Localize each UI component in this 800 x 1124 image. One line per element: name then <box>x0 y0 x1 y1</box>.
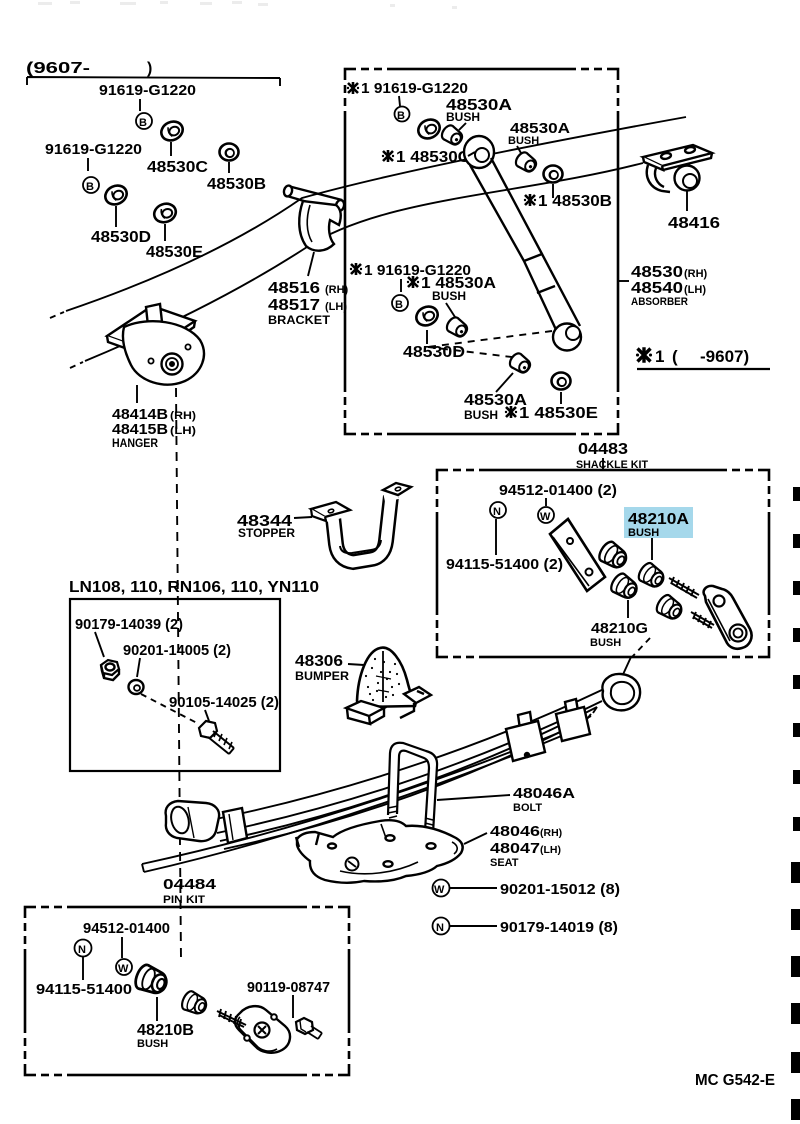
svg-text:N: N <box>78 944 86 956</box>
svg-text:04483: 04483 <box>578 441 628 458</box>
svg-text:48530E: 48530E <box>146 244 203 261</box>
svg-text:ABSORBER: ABSORBER <box>631 296 688 308</box>
svg-text:48530A: 48530A <box>464 392 528 409</box>
svg-text:94512-01400: 94512-01400 <box>83 920 170 937</box>
svg-text:48530: 48530 <box>631 264 683 281</box>
svg-text:90105-14025 (2): 90105-14025 (2) <box>169 695 279 711</box>
svg-text:48210B: 48210B <box>137 1022 194 1039</box>
svg-text:(RH): (RH) <box>325 284 349 296</box>
svg-text:N: N <box>493 506 501 518</box>
svg-text:90201-15012 (8): 90201-15012 (8) <box>500 881 620 898</box>
svg-text:1: 1 <box>655 347 664 366</box>
svg-text:48540: 48540 <box>631 280 683 297</box>
svg-text:48046: 48046 <box>490 823 540 840</box>
svg-text:BUSH: BUSH <box>628 527 659 539</box>
svg-text:48530B: 48530B <box>207 176 266 193</box>
svg-text:BUSH: BUSH <box>464 408 498 422</box>
svg-text:90179-14039 (2): 90179-14039 (2) <box>75 617 183 633</box>
svg-text:(LH): (LH) <box>170 425 196 437</box>
svg-text:BOLT: BOLT <box>513 802 542 814</box>
svg-text:48344: 48344 <box>237 513 292 530</box>
svg-text:91619-G1220: 91619-G1220 <box>99 82 196 99</box>
svg-text:1 48530C: 1 48530C <box>396 149 470 166</box>
svg-text:94115-51400 (2): 94115-51400 (2) <box>446 556 563 573</box>
svg-text:HANGER: HANGER <box>112 436 158 450</box>
svg-text:48516: 48516 <box>268 280 320 297</box>
svg-text:48530A: 48530A <box>510 120 570 137</box>
svg-text:(RH): (RH) <box>684 268 708 280</box>
svg-text:MC G542-E: MC G542-E <box>695 1072 775 1089</box>
svg-text:1 91619-G1220: 1 91619-G1220 <box>364 262 471 279</box>
svg-text:): ) <box>147 60 152 77</box>
svg-text:BUSH: BUSH <box>432 289 466 303</box>
svg-text:91619-G1220: 91619-G1220 <box>45 141 142 158</box>
svg-text:PIN KIT: PIN KIT <box>163 894 205 906</box>
svg-text:SHACKLE KIT: SHACKLE KIT <box>576 459 648 471</box>
svg-text:W: W <box>434 884 445 896</box>
svg-text:48517: 48517 <box>268 297 320 314</box>
svg-text:48414B: 48414B <box>112 406 168 423</box>
svg-text:SEAT: SEAT <box>490 857 519 869</box>
svg-text:48415B: 48415B <box>112 421 168 438</box>
svg-text:48530D: 48530D <box>403 344 465 361</box>
svg-text:90179-14019 (8): 90179-14019 (8) <box>500 919 618 936</box>
svg-text:W: W <box>540 511 551 523</box>
svg-text:94512-01400 (2): 94512-01400 (2) <box>499 482 617 499</box>
svg-text:(LH): (LH) <box>540 844 561 856</box>
svg-text:N: N <box>436 922 444 934</box>
svg-text:90201-14005 (2): 90201-14005 (2) <box>123 643 231 659</box>
svg-text:B: B <box>139 117 147 129</box>
svg-text:1 48530E: 1 48530E <box>519 405 598 422</box>
svg-text:(RH): (RH) <box>540 827 562 839</box>
svg-text:BUSH: BUSH <box>137 1038 168 1050</box>
svg-text:BUMPER: BUMPER <box>295 669 349 683</box>
svg-text:48530A: 48530A <box>446 97 513 114</box>
svg-text:B: B <box>397 110 405 122</box>
svg-text:04484: 04484 <box>163 876 217 893</box>
svg-text:1 91619-G1220: 1 91619-G1220 <box>361 80 468 97</box>
svg-text:48046A: 48046A <box>513 785 575 802</box>
svg-text:1 48530B: 1 48530B <box>538 193 612 210</box>
svg-text:48530D: 48530D <box>91 229 151 246</box>
svg-text:48416: 48416 <box>668 215 720 232</box>
svg-text:48530C: 48530C <box>147 159 208 176</box>
svg-text:W: W <box>118 963 129 975</box>
svg-text:LN108, 110, RN106, 110, YN110: LN108, 110, RN106, 110, YN110 <box>69 579 319 596</box>
svg-text:(: ( <box>672 347 678 366</box>
svg-text:(LH): (LH) <box>325 301 347 313</box>
svg-text:BUSH: BUSH <box>508 135 539 147</box>
svg-text:48210G: 48210G <box>591 620 648 637</box>
svg-text:1 48530A: 1 48530A <box>421 275 496 292</box>
svg-text:48210A: 48210A <box>628 511 689 528</box>
svg-text:B: B <box>86 181 94 193</box>
svg-text:90119-08747: 90119-08747 <box>247 979 330 996</box>
svg-text:BRACKET: BRACKET <box>268 313 331 327</box>
svg-text:BUSH: BUSH <box>590 637 621 649</box>
svg-text:(9607-: (9607- <box>26 60 90 77</box>
svg-text:-9607): -9607) <box>700 347 749 366</box>
svg-text:94115-51400: 94115-51400 <box>36 981 132 998</box>
svg-text:(LH): (LH) <box>684 284 706 296</box>
svg-text:B: B <box>395 299 403 311</box>
svg-text:STOPPER: STOPPER <box>238 526 295 540</box>
svg-text:48306: 48306 <box>295 653 343 670</box>
svg-text:(RH): (RH) <box>170 410 196 422</box>
svg-text:48047: 48047 <box>490 840 540 857</box>
svg-text:BUSH: BUSH <box>446 110 480 124</box>
